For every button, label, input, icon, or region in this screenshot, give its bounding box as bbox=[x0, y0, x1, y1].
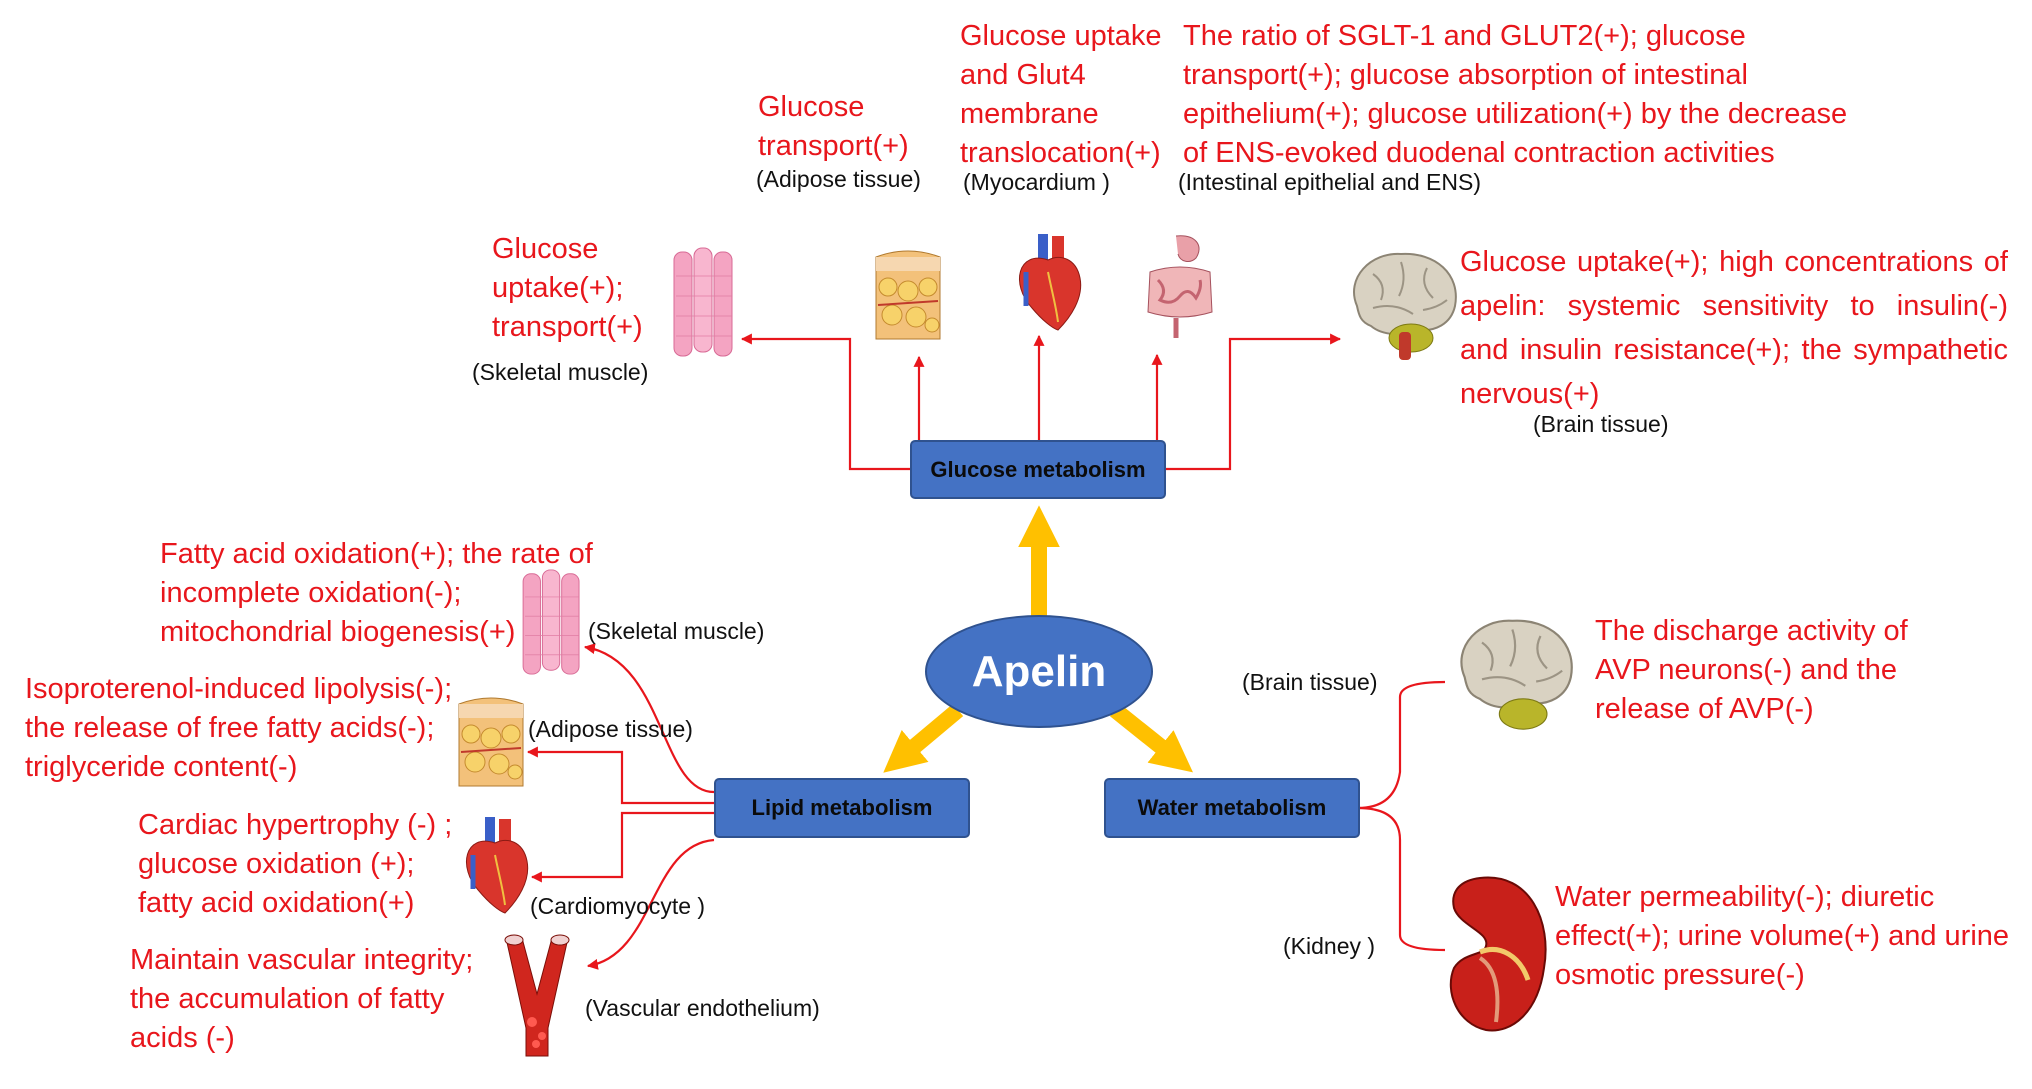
effect-line: Cardiac hypertrophy (-) ; bbox=[138, 809, 453, 841]
water-metabolism-label: Water metabolism bbox=[1137, 795, 1327, 820]
lipid-vascular-tissue-label: (Vascular endothelium) bbox=[585, 995, 820, 1021]
water-brain-tissue-label: (Brain tissue) bbox=[1242, 669, 1378, 695]
arrow-apelin-to-lipid bbox=[883, 703, 964, 773]
effect-line: Glucose uptake(+); high concentrations o… bbox=[1460, 246, 2008, 278]
effect-line: of ENS-evoked duodenal contraction activ… bbox=[1183, 137, 1775, 169]
effect-line: uptake(+); bbox=[492, 272, 624, 304]
effect-line: and insulin resistance(+); the sympathet… bbox=[1460, 334, 2008, 366]
effect-line: the release of free fatty acids(-); bbox=[25, 712, 435, 744]
lipid-skeletal-tissue-label: (Skeletal muscle) bbox=[588, 618, 765, 644]
effect-line: Isoproterenol-induced lipolysis(-); bbox=[25, 673, 453, 705]
adipose-tissue-icon bbox=[458, 697, 524, 787]
muscle-fiber-icon bbox=[673, 247, 733, 357]
lipid-metabolism-label: Lipid metabolism bbox=[751, 795, 933, 820]
effect-line: epithelium(+); glucose utilization(+) by… bbox=[1183, 98, 1848, 130]
arrow-apelin-to-water bbox=[1110, 703, 1193, 773]
effect-line: osmotic pressure(-) bbox=[1555, 959, 1805, 991]
glucose-adipose-effect: Glucose transport(+) bbox=[758, 88, 909, 166]
effect-line: nervous(+) bbox=[1460, 378, 1600, 410]
blood-vessel-icon bbox=[504, 934, 570, 1057]
glucose-myocardium-tissue-label: (Myocardium ) bbox=[963, 169, 1110, 195]
water-bracket-lower-connector bbox=[1357, 806, 1446, 952]
lipid-skeletal-effect: Fatty acid oxidation(+); the rate of inc… bbox=[160, 535, 593, 652]
effect-line: apelin: systemic sensitivity to insulin(… bbox=[1460, 290, 2008, 322]
lipid-cardio-effect: Cardiac hypertrophy (-) ; glucose oxidat… bbox=[138, 806, 452, 923]
lipid-metabolism-box: Lipid metabolism bbox=[714, 778, 970, 838]
effect-line: translocation(+) bbox=[960, 137, 1161, 169]
glucose-skeletal-tissue-label: (Skeletal muscle) bbox=[472, 359, 649, 385]
apelin-center-node: Apelin bbox=[925, 615, 1153, 728]
water-brain-effect: The discharge activity of AVP neurons(-)… bbox=[1595, 612, 1908, 729]
lipid-to-adipose-connector bbox=[526, 746, 714, 805]
lipid-vascular-effect: Maintain vascular integrity; the accumul… bbox=[130, 941, 473, 1058]
effect-line: Glucose bbox=[492, 233, 599, 265]
effect-line: mitochondrial biogenesis(+) bbox=[160, 616, 516, 648]
lipid-to-heart-connector bbox=[530, 811, 714, 883]
glucose-adipose-tissue-label: (Adipose tissue) bbox=[756, 166, 921, 192]
effect-line: membrane bbox=[960, 98, 1099, 130]
lipid-adipose-tissue-label: (Adipose tissue) bbox=[528, 716, 693, 742]
effect-line: Glucose bbox=[758, 91, 865, 123]
effect-line: Water permeability(-); diuretic bbox=[1555, 881, 1935, 913]
lipid-to-vascular-connector bbox=[586, 838, 715, 970]
muscle-fiber-icon bbox=[522, 569, 580, 675]
glucose-to-brain-connector bbox=[1164, 333, 1342, 471]
glucose-skeletal-effect: Glucose uptake(+); transport(+) bbox=[492, 230, 643, 347]
glucose-brain-effect: Glucose uptake(+); high concentrations o… bbox=[1460, 240, 2008, 416]
glucose-metabolism-label: Glucose metabolism bbox=[930, 456, 1146, 482]
brain-icon bbox=[1353, 252, 1457, 360]
glucose-brain-tissue-label: (Brain tissue) bbox=[1533, 411, 1669, 437]
glucose-intestinal-effect: The ratio of SGLT-1 and GLUT2(+); glucos… bbox=[1183, 17, 1847, 173]
effect-line: release of AVP(-) bbox=[1595, 693, 1814, 725]
effect-line: the accumulation of fatty bbox=[130, 983, 445, 1015]
water-kidney-tissue-label: (Kidney ) bbox=[1283, 933, 1376, 959]
brain-icon bbox=[1460, 619, 1573, 730]
glucose-intestinal-tissue-label: (Intestinal epithelial and ENS) bbox=[1178, 169, 1481, 195]
effect-line: Maintain vascular integrity; bbox=[130, 944, 474, 976]
water-metabolism-box: Water metabolism bbox=[1104, 778, 1360, 838]
glucose-to-skeletal-connector bbox=[740, 333, 910, 471]
glucose-metabolism-box: Glucose metabolism bbox=[910, 440, 1166, 499]
adipose-tissue-icon bbox=[875, 250, 941, 340]
intestine-icon bbox=[1147, 235, 1213, 338]
effect-line: The discharge activity of bbox=[1595, 615, 1908, 647]
heart-icon bbox=[1018, 234, 1082, 331]
heart-icon bbox=[465, 817, 529, 914]
effect-line: The ratio of SGLT-1 and GLUT2(+); glucos… bbox=[1183, 20, 1746, 52]
water-kidney-effect: Water permeability(-); diuretic effect(+… bbox=[1555, 878, 2009, 995]
apelin-label: Apelin bbox=[971, 646, 1107, 696]
effect-line: transport(+); glucose absorption of inte… bbox=[1183, 59, 1749, 91]
effect-line: transport(+) bbox=[492, 311, 643, 343]
lipid-cardio-tissue-label: (Cardiomyocyte ) bbox=[530, 893, 706, 919]
effect-line: acids (-) bbox=[130, 1022, 235, 1054]
effect-line: Fatty acid oxidation(+); the rate of bbox=[160, 538, 593, 570]
effect-line: Glucose uptake bbox=[960, 20, 1162, 52]
water-bracket-connector bbox=[1357, 680, 1446, 810]
lipid-adipose-effect: Isoproterenol-induced lipolysis(-); the … bbox=[25, 670, 452, 787]
glucose-myocardium-effect: Glucose uptake and Glut4 membrane transl… bbox=[960, 17, 1162, 173]
effect-line: triglyceride content(-) bbox=[25, 751, 298, 783]
effect-line: incomplete oxidation(-); bbox=[160, 577, 462, 609]
effect-line: effect(+); urine volume(+) and urine bbox=[1555, 920, 2010, 952]
effect-line: AVP neurons(-) and the bbox=[1595, 654, 1897, 686]
lipid-to-skeletal-connector bbox=[583, 643, 715, 794]
kidney-icon bbox=[1449, 876, 1547, 1032]
effect-line: glucose oxidation (+); bbox=[138, 848, 415, 880]
effect-line: and Glut4 bbox=[960, 59, 1086, 91]
effect-line: transport(+) bbox=[758, 130, 909, 162]
effect-line: fatty acid oxidation(+) bbox=[138, 887, 415, 919]
